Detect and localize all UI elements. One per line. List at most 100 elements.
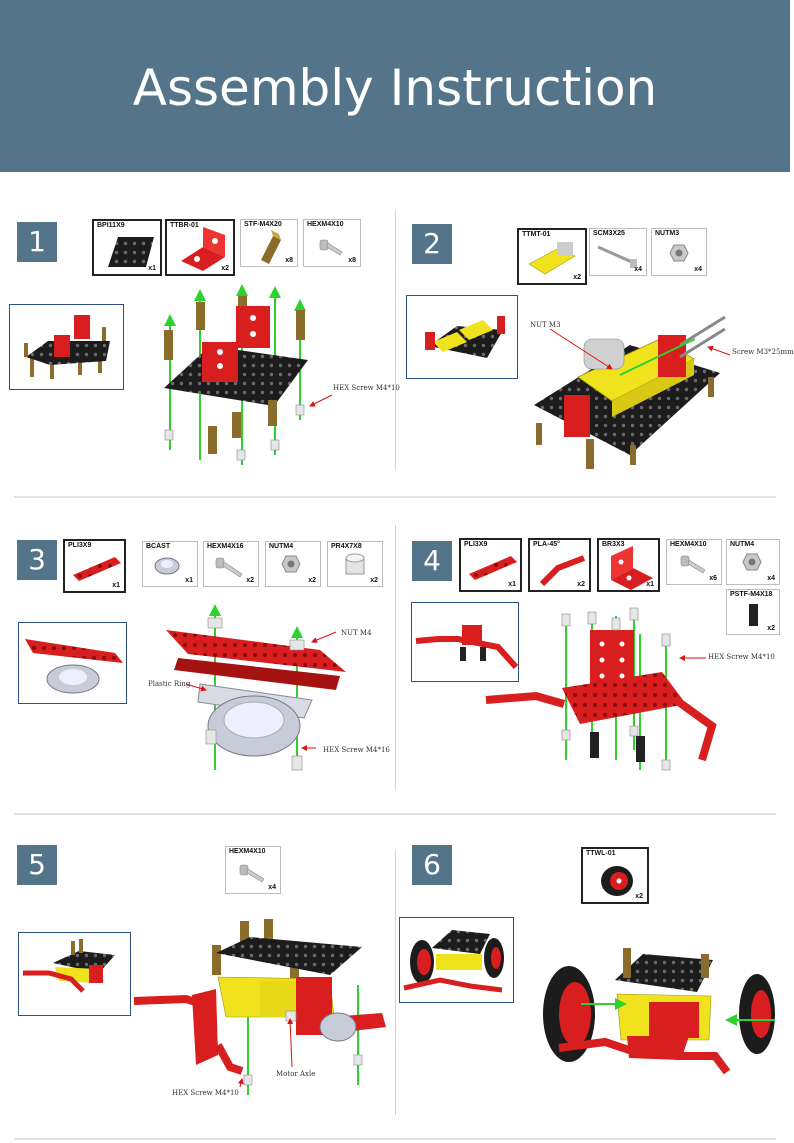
part-qty: x1 [508,581,516,588]
part-qty: x2 [577,581,585,588]
part-qty: x1 [185,577,193,584]
part-qty: x2 [246,577,254,584]
part-qty: x6 [709,575,717,582]
preview-thumbnail [411,602,519,682]
part-qty: x8 [285,257,293,264]
step-number-badge: 3 [17,540,57,580]
page-title: Assembly Instruction [132,59,658,117]
part-card: PR4X7X8 x2 [327,541,383,587]
hex-screw-icon [215,557,243,578]
part-card: TTWL-01 x2 [581,847,649,904]
angled-plate-icon [539,555,586,587]
part-card: HEXM4X10 x4 [225,846,281,894]
part-qty: x4 [634,266,642,273]
part-qty: x4 [694,266,702,273]
finished-car-preview-illustration [403,930,504,993]
brass-standoff-icon [261,230,281,264]
step-number-badge: 1 [17,222,57,262]
part-qty: x1 [148,265,156,272]
row-divider [14,496,776,498]
part-code: HEXM4X16 [207,543,244,550]
step3-exploded-illustration [166,604,346,771]
part-code: HEXM4X10 [229,848,266,855]
hex-nut-icon [281,555,301,573]
chassis-motors-preview-illustration [425,316,505,358]
ball-caster-icon [154,557,180,575]
part-code: PR4X7X8 [331,543,362,550]
yellow-motor-icon [528,242,576,275]
part-qty: x4 [767,575,775,582]
step2-exploded-illustration [534,315,731,469]
perforated-plate-icon [108,237,154,267]
part-card: HEXM4X10 x8 [303,219,361,267]
callout-label: HEX Screw M4*10 [333,384,400,392]
step-number-badge: 4 [412,541,452,581]
preview-thumbnail [9,304,124,390]
red-flat-plate-icon [469,556,517,580]
part-code: PLI3X9 [464,541,488,548]
step1-exploded-illustration [164,284,333,465]
step5-exploded-illustration [133,919,386,1095]
part-card: SCM3X25 x4 [589,228,647,276]
part-qty: x2 [221,265,229,272]
red-bracket-icon [611,546,653,590]
part-code: NUTM4 [269,543,294,550]
step-number-badge: 6 [412,845,452,885]
chassis-preview-illustration [24,315,110,379]
step6-exploded-illustration [543,948,775,1075]
part-code: NUTM4 [730,541,755,548]
hex-nut-icon [669,244,689,262]
part-code: TTBR-01 [170,222,199,229]
preview-thumbnail [18,932,131,1016]
part-code: PSTF-M4X18 [730,591,773,598]
part-card: NUTM4 x4 [726,539,780,585]
row-divider [14,1138,776,1140]
part-card: HEXM4X16 x2 [203,541,259,587]
red-flat-plate-icon [73,557,121,581]
row-divider [14,813,776,815]
callout-label: NUT M3 [530,321,561,329]
hex-screw-icon [239,864,265,883]
callout-label: HEX Screw M4*16 [323,746,390,754]
black-standoff-icon [749,604,758,626]
part-card: PLI3X9 x1 [63,539,126,593]
callout-label: HEX Screw M4*10 [172,1089,239,1097]
part-card: TTMT-01 x2 [517,228,587,285]
part-qty: x1 [646,581,654,588]
part-qty: x2 [573,274,581,281]
step4-exploded-illustration [485,607,717,771]
part-code: PLI3X9 [68,542,92,549]
callout-label: HEX Screw M4*10 [708,653,775,661]
part-card: NUTM4 x2 [265,541,321,587]
header-banner: Assembly Instruction [0,0,790,172]
part-code: TTWL-01 [586,850,616,857]
part-code: TTMT-01 [522,231,551,238]
column-divider [395,525,396,790]
part-card: BCAST x1 [142,541,198,587]
part-qty: x8 [348,257,356,264]
preview-thumbnail [18,622,127,704]
plastic-ring-icon [345,553,365,575]
part-code: HEXM4X10 [307,221,344,228]
callout-label: Screw M3*25mm [732,348,794,356]
column-divider [395,850,396,1115]
part-card: PLI3X9 x1 [459,538,522,592]
part-card: TTBR-01 x2 [165,219,235,276]
hex-nut-icon [742,553,762,571]
step-number-badge: 2 [412,224,452,264]
hex-screw-icon [680,555,706,574]
part-code: PLA-45° [533,541,560,548]
part-qty: x2 [767,625,775,632]
callout-label: Plastic Ring [148,680,191,688]
red-bracket-icon [181,227,225,271]
arm-preview-illustration [415,625,519,670]
part-code: BCAST [146,543,171,550]
part-qty: x2 [370,577,378,584]
part-code: NUTM3 [655,230,680,237]
part-qty: x1 [112,582,120,589]
hex-screw-icon [319,239,343,256]
part-code: HEXM4X10 [670,541,707,548]
callout-label: NUT M4 [341,629,372,637]
part-card: PLA-45° x2 [528,538,591,592]
caster-preview-illustration [25,639,123,694]
